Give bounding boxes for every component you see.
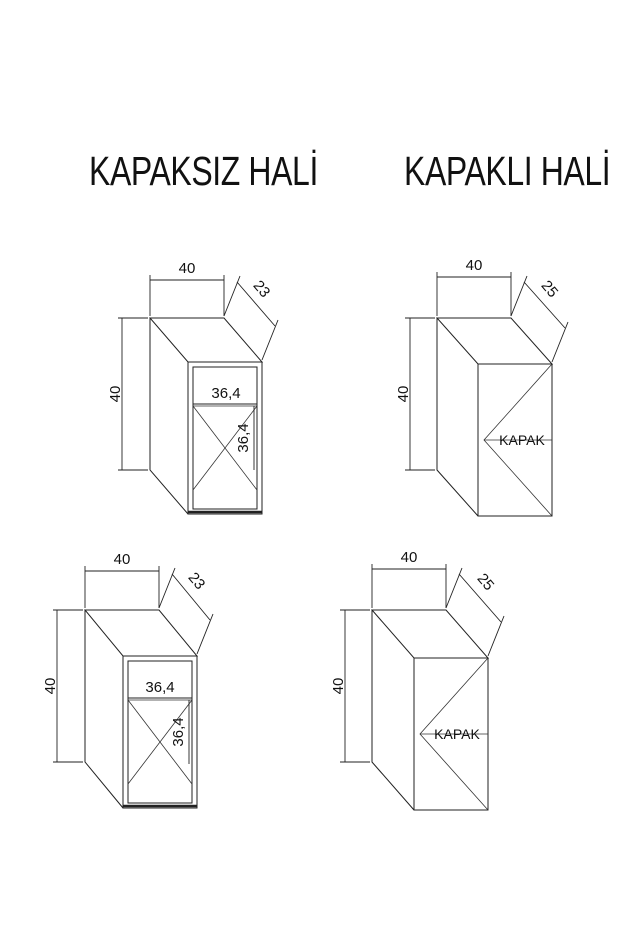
cabinet-side-face	[84, 610, 124, 809]
cabinet-side-face	[371, 610, 415, 811]
label-height: 40	[42, 678, 59, 695]
label-height: 40	[330, 678, 347, 695]
label-door: KAPAK	[499, 432, 545, 448]
cabinet-front-inner	[127, 660, 193, 804]
label-width: 40	[466, 257, 483, 274]
cabinet-top-face	[83, 609, 199, 657]
label-inner-height: 36,4	[170, 717, 187, 746]
dimension-depth	[236, 281, 276, 327]
cabinet-top-face	[370, 609, 490, 659]
label-depth: 23	[250, 277, 274, 301]
label-height: 40	[395, 386, 412, 403]
label-width: 40	[179, 260, 196, 277]
cabinet-front-inner	[192, 366, 258, 510]
label-width: 40	[401, 549, 418, 566]
cabinet-front-outer	[122, 655, 198, 809]
title-without-door: KAPAKSIZ HALİ	[89, 148, 318, 194]
cabinet-front-outer	[187, 361, 263, 515]
cabinet-open-bottom: 40 23 40 36,4 36,4	[42, 551, 214, 809]
label-inner-height: 36,4	[235, 423, 252, 452]
title-with-door: KAPAKLI HALİ	[404, 148, 611, 194]
label-height: 40	[107, 386, 124, 403]
label-depth: 23	[185, 569, 209, 593]
cabinet-top-face	[435, 317, 554, 365]
dimension-depth	[171, 573, 211, 621]
cabinet-door-top: KAPAK 40 25 40	[395, 257, 569, 517]
label-door: KAPAK	[434, 726, 480, 742]
label-inner-width: 36,4	[145, 679, 174, 696]
cabinet-top-face	[148, 317, 264, 363]
label-depth: 25	[474, 570, 498, 594]
dimension-depth	[523, 281, 566, 329]
label-depth: 25	[538, 277, 562, 301]
cabinet-side-face	[149, 318, 189, 515]
cabinet-side-face	[436, 318, 479, 517]
cabinet-door-bottom: KAPAK 40 25 40	[330, 549, 505, 811]
dimension-depth	[458, 573, 502, 623]
label-width: 40	[114, 551, 131, 568]
cabinet-open-top: 40 23 40 36,4 36,4	[107, 260, 279, 515]
label-inner-width: 36,4	[211, 385, 240, 402]
